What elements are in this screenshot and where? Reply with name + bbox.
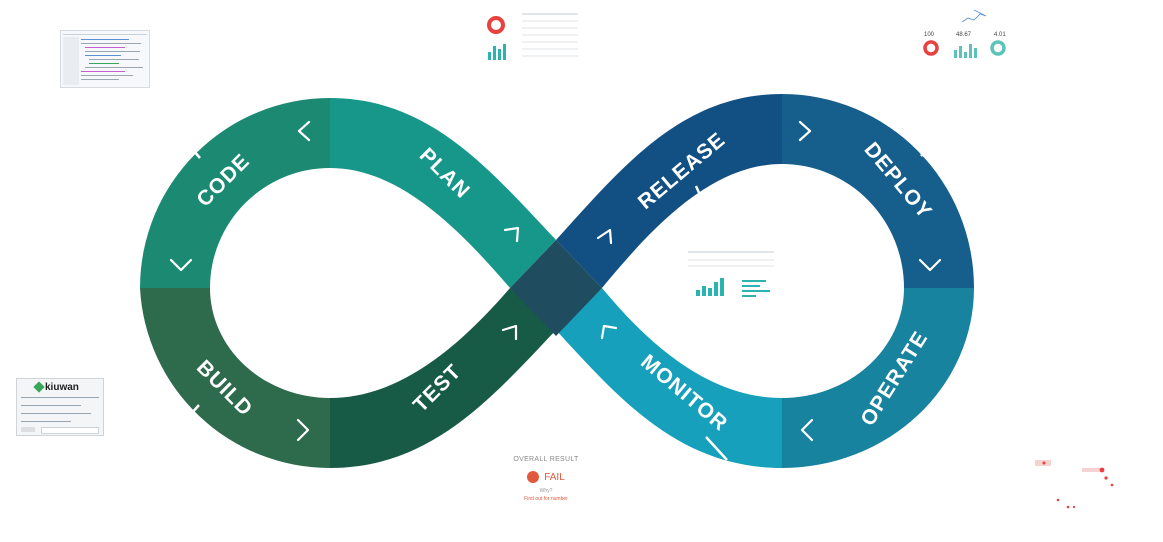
chevron-left-icon <box>297 120 311 142</box>
chevron-right-icon <box>296 418 310 442</box>
analytics-mini-chart <box>688 251 774 297</box>
boundary-tick <box>920 147 929 157</box>
segment-code[interactable] <box>140 98 330 288</box>
chevron-up-right-icon <box>503 226 520 243</box>
chevron-up-right-icon <box>501 324 518 341</box>
result-status: FAIL <box>544 471 565 483</box>
boundary-tick <box>192 149 201 159</box>
chevron-left-icon <box>800 418 814 442</box>
result-why: Why? <box>539 488 553 494</box>
metric-c: 4.01 <box>994 32 1006 38</box>
segment-monitor[interactable] <box>556 288 782 468</box>
metric-b: 48.67 <box>956 32 972 38</box>
right-loop <box>556 94 974 468</box>
segment-plan[interactable] <box>330 98 556 288</box>
boundary-tick <box>190 404 200 415</box>
chevron-down-icon <box>169 258 193 272</box>
segment-release[interactable] <box>556 94 782 288</box>
red-dots-decoration <box>1035 460 1114 509</box>
chevron-right-icon <box>798 120 812 142</box>
github-icon <box>527 471 540 483</box>
boundary-tick <box>705 436 728 461</box>
ring-icon <box>923 40 939 56</box>
segment-operate[interactable] <box>782 288 974 468</box>
kiuwan-thumbnail: kiuwan <box>16 378 104 436</box>
chevron-up-left-icon <box>600 324 618 340</box>
dashboard-thumbnail-top-right: 100 48.67 4.01 <box>916 8 1016 64</box>
left-loop <box>140 98 556 469</box>
kiuwan-logo-icon <box>33 381 45 393</box>
segment-test[interactable] <box>330 288 556 468</box>
result-status-row: FAIL <box>504 471 588 483</box>
metric-a: 100 <box>924 32 935 38</box>
segment-build[interactable] <box>140 288 330 469</box>
dashboard-metric-rings <box>923 9 1006 58</box>
dashboard-thumbnail-top-center <box>482 8 582 64</box>
boundary-tick <box>694 185 702 196</box>
dashboard-mini-chart <box>487 13 578 60</box>
overall-result-panel: OVERALL RESULT FAIL Why? Find out for nu… <box>504 456 588 512</box>
chevron-down-icon <box>918 258 942 272</box>
result-link[interactable]: Find out for number <box>524 496 568 502</box>
center-crossing <box>510 240 602 336</box>
ring-icon <box>990 40 1006 56</box>
overall-result-title: OVERALL RESULT <box>513 456 579 463</box>
code-editor-thumbnail <box>60 30 150 88</box>
segment-deploy[interactable] <box>782 94 974 288</box>
kiuwan-brand: kiuwan <box>45 382 79 393</box>
analytics-thumbnail <box>686 248 776 300</box>
chevron-up-left-icon <box>596 228 613 245</box>
donut-icon <box>487 16 505 34</box>
